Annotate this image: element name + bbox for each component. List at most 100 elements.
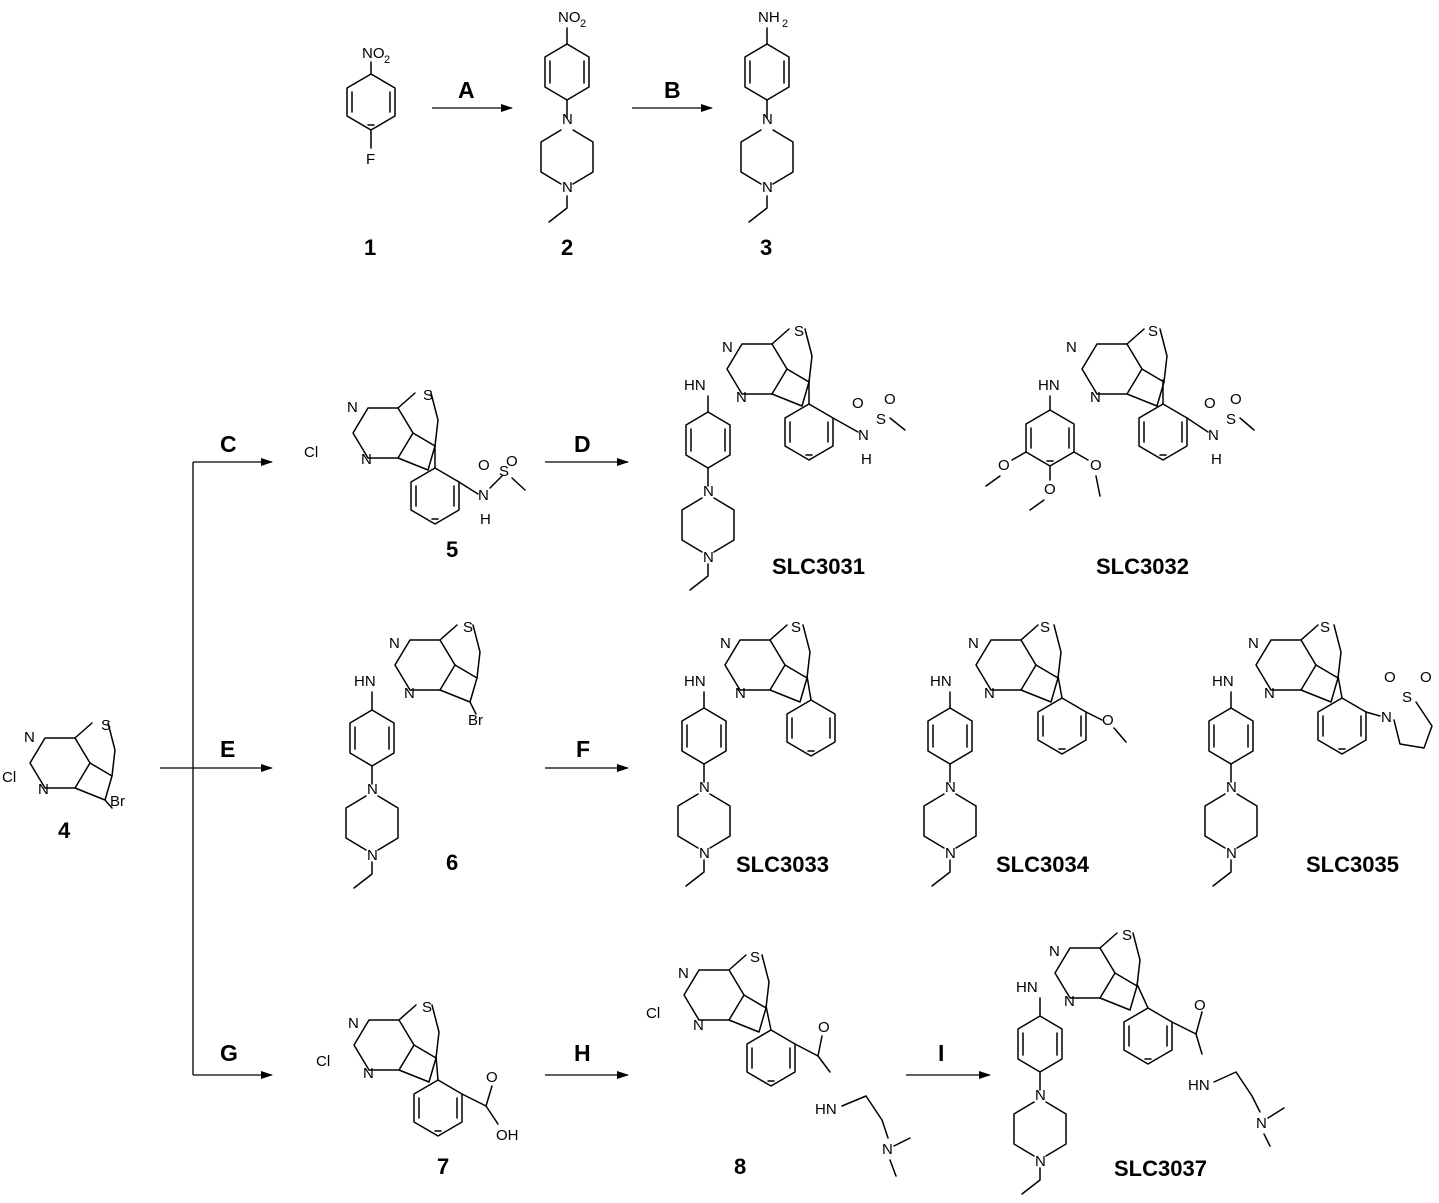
svg-text:N: N [703, 483, 714, 500]
svg-text:N: N [363, 1065, 374, 1082]
reaction-label-H: H [574, 1040, 591, 1066]
compound-label-6: 6 [446, 850, 458, 875]
svg-text:H: H [861, 451, 872, 468]
compound-label-5: 5 [446, 537, 458, 562]
svg-text:O: O [1194, 997, 1206, 1014]
compound-6-structure: N N S HN N N Br [345, 619, 483, 889]
svg-text:Cl: Cl [304, 444, 318, 461]
svg-text:N: N [703, 549, 714, 566]
svg-text:Cl: Cl [316, 1053, 330, 1070]
svg-text:N: N [968, 635, 979, 652]
svg-text:N: N [1066, 339, 1077, 356]
compound-label-2: 2 [561, 235, 573, 260]
svg-text:O: O [1090, 457, 1102, 474]
svg-text:N: N [38, 781, 49, 798]
reaction-label-A: A [458, 77, 475, 103]
compound-8-structure: N N S Cl O HN N [646, 949, 911, 1177]
svg-text:N: N [1248, 635, 1259, 652]
reaction-label-E: E [220, 736, 235, 762]
svg-text:O: O [1204, 395, 1216, 412]
svg-text:N: N [367, 781, 378, 798]
svg-text:O: O [998, 457, 1010, 474]
svg-text:N: N [478, 487, 489, 504]
svg-text:HN: HN [815, 1101, 837, 1118]
svg-text:N: N [1035, 1087, 1046, 1104]
svg-text:N: N [1208, 427, 1219, 444]
svg-text:HN: HN [1188, 1077, 1210, 1094]
svg-text:S: S [1320, 619, 1330, 636]
svg-text:N: N [735, 685, 746, 702]
svg-text:S: S [794, 323, 804, 340]
svg-text:N: N [1090, 389, 1101, 406]
svg-text:N: N [762, 179, 773, 196]
svg-text:Br: Br [110, 793, 125, 810]
svg-text:O: O [1102, 712, 1114, 729]
svg-text:N: N [882, 1141, 893, 1158]
svg-text:HN: HN [930, 673, 952, 690]
compound-label-SLC3037: SLC3037 [1114, 1156, 1207, 1181]
compound-label-3: 3 [760, 235, 772, 260]
svg-text:N: N [348, 1015, 359, 1032]
svg-text:N: N [984, 685, 995, 702]
svg-text:N: N [945, 779, 956, 796]
svg-text:S: S [750, 949, 760, 966]
svg-text:S: S [1122, 927, 1132, 944]
compound-label-SLC3032: SLC3032 [1096, 554, 1189, 579]
svg-text:S: S [791, 619, 801, 636]
compound-label-1: 1 [364, 235, 376, 260]
svg-text:N: N [1264, 685, 1275, 702]
svg-text:S: S [1148, 323, 1158, 340]
svg-text:N: N [699, 779, 710, 796]
svg-text:HN: HN [1212, 673, 1234, 690]
svg-text:N: N [1256, 1115, 1267, 1132]
svg-text:S: S [463, 619, 473, 636]
reaction-label-C: C [220, 431, 237, 457]
compound-label-SLC3035: SLC3035 [1306, 852, 1399, 877]
svg-text:N: N [693, 1017, 704, 1034]
svg-text:Cl: Cl [646, 1005, 660, 1022]
compound-7-structure: N N S Cl O OH [316, 999, 519, 1144]
svg-text:Cl: Cl [2, 769, 16, 786]
svg-text:N: N [1226, 845, 1237, 862]
svg-text:H: H [1211, 451, 1222, 468]
svg-text:N: N [736, 389, 747, 406]
svg-text:NH: NH [758, 9, 780, 26]
svg-text:N: N [945, 845, 956, 862]
compound-4-structure: N N S Cl Br [2, 717, 125, 810]
svg-text:HN: HN [354, 673, 376, 690]
compound-label-8: 8 [734, 1154, 746, 1179]
svg-text:N: N [367, 847, 378, 864]
compound-SLC3037-structure: N N S HN N N O HN N [1013, 927, 1285, 1195]
svg-text:HN: HN [1016, 979, 1038, 996]
svg-text:O: O [506, 453, 518, 470]
svg-text:HN: HN [1038, 377, 1060, 394]
svg-text:O: O [486, 1069, 498, 1086]
svg-text:N: N [1064, 993, 1075, 1010]
compound-label-4: 4 [58, 818, 71, 843]
svg-text:O: O [1230, 391, 1242, 408]
compound-label-7: 7 [437, 1154, 449, 1179]
svg-text:S: S [101, 717, 111, 734]
svg-text:S: S [422, 999, 432, 1016]
svg-text:N: N [858, 427, 869, 444]
svg-text:F: F [366, 151, 375, 168]
svg-text:NO: NO [558, 9, 581, 26]
svg-text:N: N [1381, 709, 1392, 726]
svg-text:S: S [1402, 689, 1412, 706]
reaction-label-F: F [576, 736, 590, 762]
svg-text:O: O [478, 457, 490, 474]
svg-text:N: N [762, 111, 773, 128]
svg-text:N: N [562, 179, 573, 196]
compound-SLC3034-structure: N N S HN N N O [923, 619, 1127, 887]
svg-text:S: S [1040, 619, 1050, 636]
reaction-label-G: G [220, 1040, 238, 1066]
svg-text:N: N [699, 845, 710, 862]
svg-text:2: 2 [580, 18, 586, 30]
